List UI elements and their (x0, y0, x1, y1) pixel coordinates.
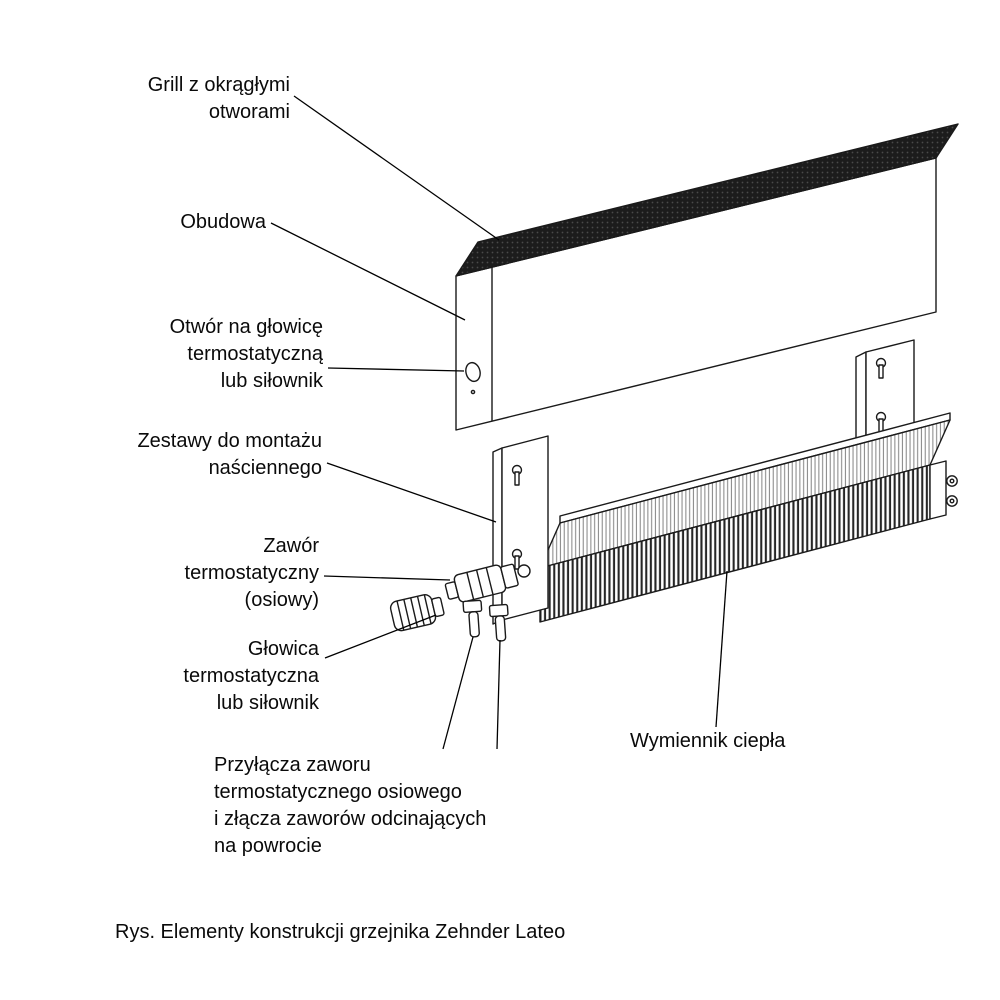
casing-grill-top (455, 123, 959, 277)
label-head: Głowica termostatyczna lub siłownik (183, 638, 319, 714)
label-valve: Zawór termostatyczny (osiowy) (184, 535, 319, 611)
wall-bracket-left (492, 435, 549, 625)
label-head-opening: Otwór na głowicę termostatyczną lub siło… (169, 316, 323, 392)
label-heat-exchanger: Wymiennik ciepła (630, 730, 786, 752)
valve-union-nut (500, 563, 519, 589)
keyhole-slot (878, 364, 884, 379)
thermostatic-head-hole (465, 361, 481, 383)
label-housing: Obudowa (180, 211, 266, 233)
bracket-left-flange (492, 447, 503, 625)
thermostatic-head (389, 594, 445, 632)
label-connections: Przyłącza zaworu termostatycznego osiowe… (214, 754, 487, 857)
head-collar (431, 596, 445, 618)
heat-exchanger (539, 412, 958, 623)
bracket-left-plate (501, 435, 549, 621)
leader-head (324, 614, 437, 659)
connection-pipe-2 (494, 615, 507, 642)
valve-assembly (444, 563, 531, 642)
valve-connections (462, 599, 509, 642)
leader-head-opening (327, 367, 465, 372)
keyhole-slot (878, 418, 884, 433)
thermostatic-valve-body (444, 563, 519, 603)
leader-heat-exchanger (715, 570, 728, 728)
heat-exchanger-right-cap (929, 460, 947, 520)
label-grill: Grill z okrągłymi otworami (147, 74, 290, 123)
return-connection-top-bore (949, 478, 955, 484)
label-wall-kits: Zestawy do montażu naściennego (137, 430, 322, 479)
leader-housing (270, 222, 466, 321)
keyhole-slot (514, 555, 520, 570)
leader-valve (323, 575, 451, 581)
leader-lines (270, 95, 728, 750)
return-connection-bottom-bore (949, 498, 955, 504)
leader-connections-2 (496, 639, 501, 750)
leader-grill (293, 95, 500, 241)
leader-connections-1 (442, 636, 474, 750)
connection-nut-1 (462, 599, 483, 614)
connection-nut-2 (488, 603, 509, 618)
radiator-casing (455, 123, 959, 431)
leader-wall-kits (326, 462, 497, 523)
valve-inlet-fitting (517, 564, 531, 578)
head-body (389, 594, 437, 632)
connection-pipe-1 (468, 611, 480, 638)
casing-hole-detail (470, 389, 476, 395)
figure-caption: Rys. Elementy konstrukcji grzejnika Zehn… (115, 921, 566, 943)
keyhole-slot (514, 471, 520, 486)
